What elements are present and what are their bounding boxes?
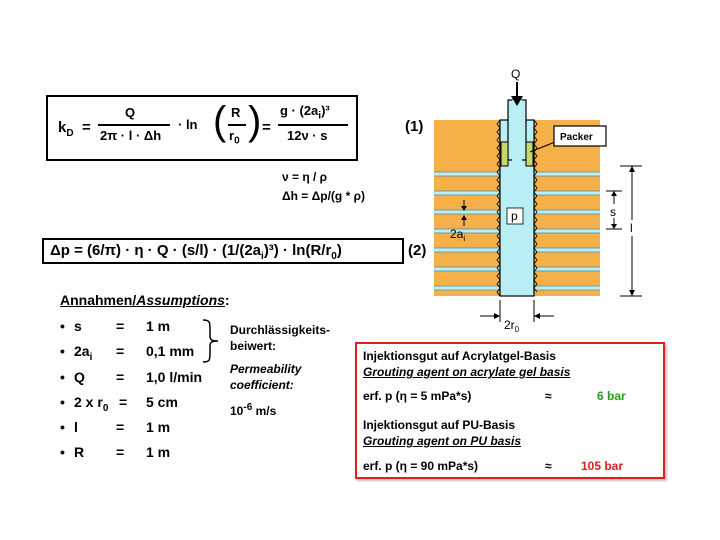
left-paren: ( xyxy=(213,99,227,143)
pu-approx: ≈ xyxy=(545,459,552,473)
permeability-label-en-1: Permeability xyxy=(230,362,302,376)
acryl-approx: ≈ xyxy=(545,389,552,403)
fraction1-numerator: Q xyxy=(125,105,136,120)
acryl-heading-en: Grouting agent on acrylate gel basis xyxy=(363,365,571,379)
aperture-label: 2ai xyxy=(450,227,465,243)
fraction2-numerator: g · (2ai)³ xyxy=(280,103,330,122)
pu-heading-en: Grouting agent on PU basis xyxy=(363,434,522,448)
equation-label-2: (2) xyxy=(408,242,427,259)
acryl-heading-de: Injektionsgut auf Acrylatgel-Basis xyxy=(363,349,556,363)
nu-relation: ν = η / ρ xyxy=(282,170,328,184)
equation-label-1: (1) xyxy=(405,118,424,135)
equals-sign-1: = xyxy=(82,119,91,136)
packer-callout xyxy=(553,125,607,147)
borehole-diagram: Q Packer p 2ai s l 2r0 xyxy=(434,67,642,334)
equals-sign-2: = xyxy=(262,119,271,136)
ln-numerator: R xyxy=(231,105,241,120)
ln-fraction-line xyxy=(228,124,246,126)
kd-symbol: kD xyxy=(58,119,74,139)
permeability-label-en-2: coefficient: xyxy=(230,378,294,392)
pu-formula: erf. p (η = 90 mPa*s) xyxy=(363,459,479,473)
permeability-value: 10-6 m/s xyxy=(230,402,277,418)
acryl-formula: erf. p (η = 5 mPa*s) xyxy=(363,389,472,403)
pressure-label: p xyxy=(511,209,518,223)
pu-heading-de: Injektionsgut auf PU-Basis xyxy=(363,418,516,432)
fraction1-line xyxy=(98,124,170,126)
permeability-formula-box: kD = Q 2π · l · Δh · ln ( R r0 ) = g · (… xyxy=(46,95,358,161)
permeability-label-de-2: beiwert: xyxy=(230,339,277,353)
length-label: l xyxy=(630,221,633,235)
acryl-pressure-value: 6 bar xyxy=(597,389,626,403)
q-label: Q xyxy=(511,67,520,81)
packer-label: Packer xyxy=(560,132,593,143)
pressure-formula-box: Δp = (6/π) · η · Q · (s/l) · (1/(2ai)³) … xyxy=(42,238,404,264)
right-paren: ) xyxy=(248,99,262,143)
flow-arrowhead xyxy=(511,96,523,106)
diameter-label: 2r0 xyxy=(504,318,520,334)
curly-brace xyxy=(202,319,219,363)
ln-denominator: r0 xyxy=(229,128,240,147)
spacing-label: s xyxy=(610,205,616,219)
fraction2-denominator: 12ν · s xyxy=(287,128,328,143)
fraction1-denominator: 2π · l · Δh xyxy=(100,128,162,143)
packer-right xyxy=(525,141,534,167)
ln-operator: · ln xyxy=(178,117,198,132)
grouting-agents-box: Injektionsgut auf Acrylatgel-Basis Grout… xyxy=(355,342,665,479)
permeability-label-de-1: Durchlässigkeits- xyxy=(230,323,331,337)
dh-relation: Δh = Δp/(g * ρ) xyxy=(282,189,366,203)
assumptions-heading: Annahmen/Assumptions: xyxy=(60,292,230,308)
packer-left xyxy=(500,141,509,167)
pu-pressure-value: 105 bar xyxy=(581,459,624,473)
fraction2-line xyxy=(278,124,348,126)
